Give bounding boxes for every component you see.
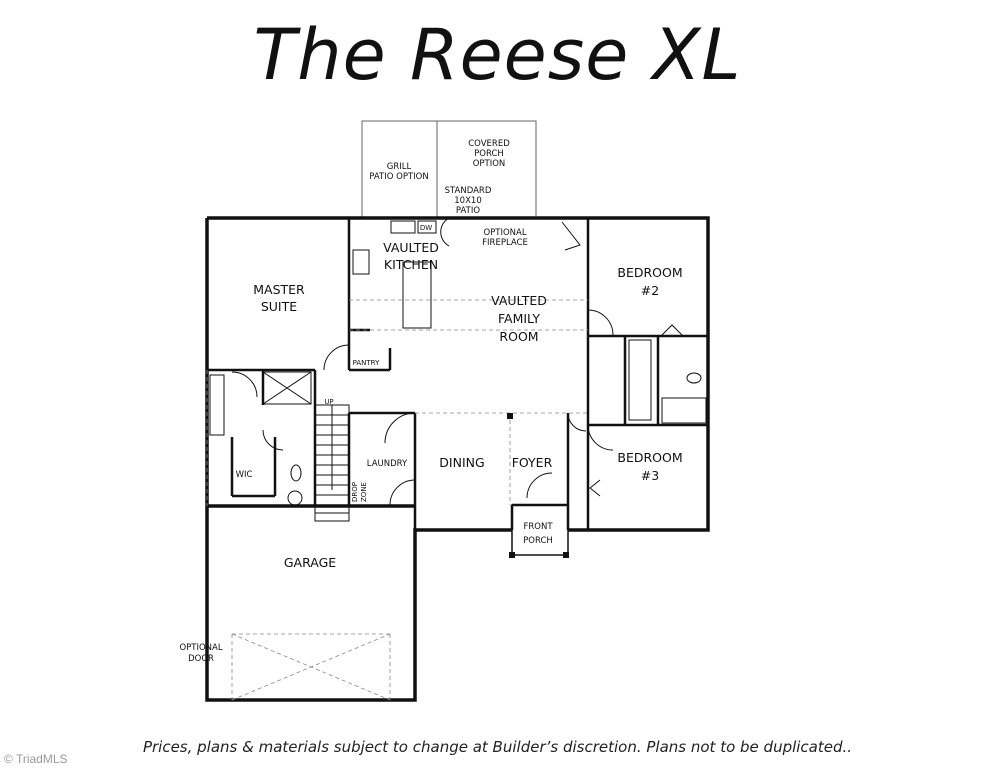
family-room-label-2: FAMILY <box>498 311 540 326</box>
exterior-walls <box>205 216 710 702</box>
covered-porch-label-3: OPTION <box>473 159 506 169</box>
front-porch-label-2: PORCH <box>523 536 553 546</box>
bedroom3-label-2: #3 <box>641 468 659 483</box>
bedroom2-label: BEDROOM <box>617 265 682 280</box>
bedroom2-label-2: #2 <box>641 283 659 298</box>
pantry-label: PANTRY <box>353 359 380 367</box>
laundry-label: LAUNDRY <box>367 459 408 469</box>
stairs <box>314 404 350 522</box>
kitchen-label-2: KITCHEN <box>384 257 438 272</box>
drop-zone-label: DROP <box>351 482 359 502</box>
wic-label: WIC <box>236 470 253 480</box>
standard-patio-label-3: PATIO <box>456 206 480 216</box>
covered-porch-label: COVERED <box>468 139 510 149</box>
family-room-label: VAULTED <box>491 293 547 308</box>
front-porch-label: FRONT <box>523 522 553 532</box>
garage-label: GARAGE <box>284 555 336 570</box>
dashed-lines <box>206 299 588 701</box>
bedroom3-label: BEDROOM <box>617 450 682 465</box>
watermark: © TriadMLS <box>4 752 68 766</box>
drop-zone-label-2: ZONE <box>360 482 368 502</box>
stairs-up-label: UP <box>324 398 333 406</box>
kitchen-fixtures <box>352 220 437 329</box>
grill-patio-label-2: PATIO OPTION <box>369 172 428 182</box>
family-room-label-3: ROOM <box>499 329 538 344</box>
grill-patio-label: GRILL <box>387 162 412 172</box>
bath-fixtures <box>209 339 707 506</box>
standard-patio-label: STANDARD <box>445 186 492 196</box>
covered-porch-label-2: PORCH <box>474 149 504 159</box>
kitchen-label: VAULTED <box>383 240 439 255</box>
porch-posts <box>507 413 569 558</box>
standard-patio-label-2: 10X10 <box>454 196 481 206</box>
dishwasher-label: DW <box>420 224 432 232</box>
front-porch <box>511 504 569 556</box>
fireplace-label: OPTIONAL <box>483 228 526 238</box>
dining-label: DINING <box>439 455 484 470</box>
foyer-label: FOYER <box>512 455 553 470</box>
optional-door-label-2: DOOR <box>188 654 214 664</box>
door-swings <box>231 217 684 506</box>
page-title: The Reese XL <box>253 14 742 96</box>
master-suite-label-2: SUITE <box>261 299 297 314</box>
annotation-labels: GRILL PATIO OPTION COVERED PORCH OPTION … <box>179 139 527 664</box>
fireplace-label-2: FIREPLACE <box>482 238 528 248</box>
room-labels: MASTER SUITE VAULTED KITCHEN VAULTED FAM… <box>236 240 683 570</box>
master-suite-label: MASTER <box>253 282 305 297</box>
disclaimer: Prices, plans & materials subject to cha… <box>142 738 853 756</box>
optional-door-label: OPTIONAL <box>179 643 222 653</box>
